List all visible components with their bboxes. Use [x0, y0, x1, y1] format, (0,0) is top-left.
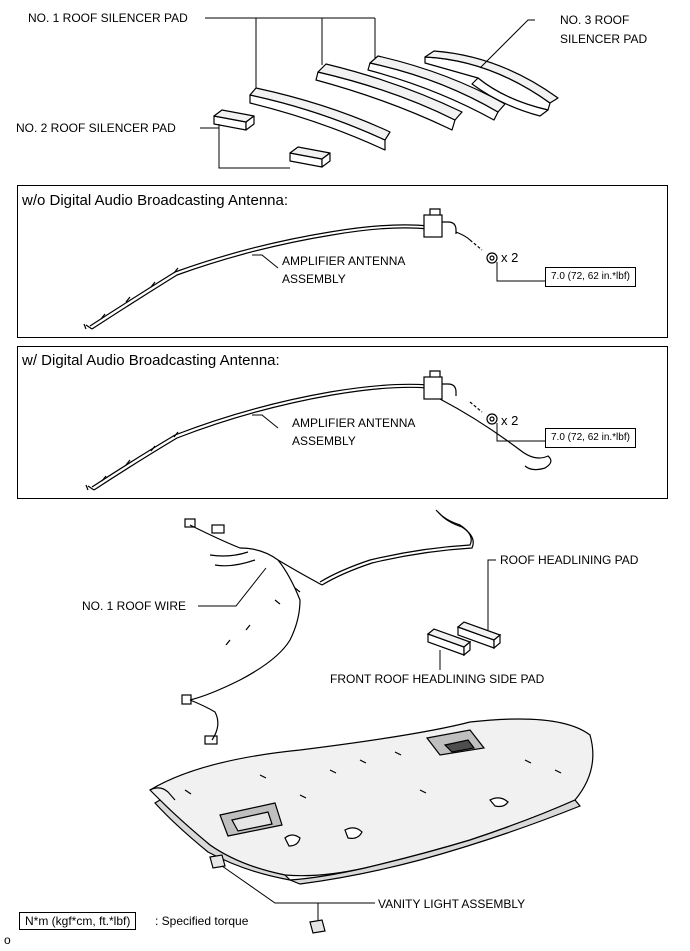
label-amp-antenna-2-line2: ASSEMBLY: [292, 434, 356, 448]
label-no1-roof-wire: NO. 1 ROOF WIRE: [82, 599, 187, 613]
leader-torque-1: [496, 262, 545, 282]
amplifier-antenna-assembly-2: [85, 370, 552, 491]
no2-roof-silencer-pad-upper: [213, 109, 255, 131]
leader-vanity-light: [221, 865, 375, 920]
no2-roof-silencer-pad-lower: [289, 146, 331, 168]
footer-code: o: [4, 933, 11, 947]
no1-roof-silencer-pad-front: [249, 87, 391, 151]
no3-roof-silencer-pad: [424, 50, 559, 117]
panel-with-dab: [17, 346, 668, 499]
no1-roof-silencer-pad-middle: [315, 63, 463, 131]
leader-roof-wire: [198, 567, 267, 607]
roof-headliner: [149, 718, 594, 885]
leader-amp-antenna-2: [252, 414, 279, 429]
leader-amp-antenna-1: [252, 254, 279, 269]
torque-spec-1: 7.0 (72, 62 in.*lbf): [545, 267, 636, 287]
label-no1-roof-silencer-pad: NO. 1 ROOF SILENCER PAD: [28, 11, 188, 25]
leader-no1-pad: [205, 17, 376, 88]
label-no3-roof-silencer-pad-line2: SILENCER PAD: [560, 32, 648, 46]
leader-no2-pad: [200, 124, 290, 169]
label-vanity-light-assembly: VANITY LIGHT ASSEMBLY: [378, 897, 526, 911]
label-amp-antenna-1-line1: AMPLIFIER ANTENNA: [282, 254, 406, 268]
label-no2-roof-silencer-pad: NO. 2 ROOF SILENCER PAD: [16, 121, 176, 135]
leader-no3-pad: [479, 19, 535, 69]
vanity-light-right: [309, 919, 326, 934]
roof-headlining-pad: [456, 621, 502, 650]
leader-torque-2: [496, 423, 545, 442]
leader-headlining-pad: [487, 559, 496, 630]
label-amp-antenna-2-line1: AMPLIFIER ANTENNA: [292, 416, 416, 430]
no1-roof-wire-harness: [181, 509, 474, 745]
panel-title-without-dab: w/o Digital Audio Broadcasting Antenna:: [22, 192, 289, 209]
panel-without-dab: [17, 185, 668, 338]
label-no3-roof-silencer-pad-line1: NO. 3 ROOF: [560, 13, 630, 27]
legend-torque-units: N*m (kgf*cm, ft.*lbf): [19, 912, 137, 930]
label-front-roof-headlining-side-pad: FRONT ROOF HEADLINING SIDE PAD: [330, 672, 545, 686]
amplifier-antenna-assembly-1: [83, 208, 498, 330]
fastener-qty-1: x 2: [501, 250, 519, 265]
vanity-light-left: [209, 854, 226, 869]
fastener-qty-2: x 2: [501, 413, 519, 428]
torque-spec-2: 7.0 (72, 62 in.*lbf): [545, 428, 636, 448]
panel-title-with-dab: w/ Digital Audio Broadcasting Antenna:: [22, 352, 280, 369]
legend-torque-description: : Specified torque: [155, 914, 249, 928]
label-roof-headlining-pad: ROOF HEADLINING PAD: [500, 553, 639, 567]
front-roof-headlining-side-pad: [426, 628, 472, 657]
label-amp-antenna-1-line2: ASSEMBLY: [282, 272, 346, 286]
